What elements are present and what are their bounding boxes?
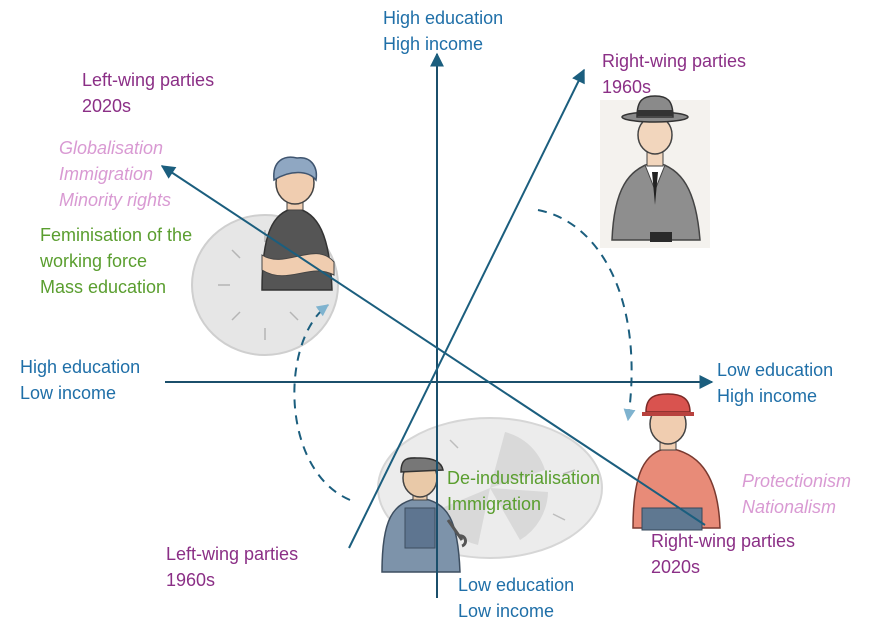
economic-driver-2: Immigration xyxy=(447,494,542,514)
social-driver-1: Feminisation of the xyxy=(40,225,193,245)
left-wing-shift-arrow xyxy=(160,165,706,526)
cultural-driver-1: Globalisation xyxy=(59,138,164,158)
axis-bottom-line2: Low income xyxy=(458,601,555,621)
right-wing-2020s-line1: Right-wing parties xyxy=(651,531,796,551)
right-wing-1960s-line1: Right-wing parties xyxy=(602,51,747,71)
social-drivers-label: Feminisation of the working force Mass e… xyxy=(40,222,192,300)
right-wing-2020s-line2: 2020s xyxy=(651,557,701,577)
axis-bottom-line1: Low education xyxy=(458,575,575,595)
axis-top-line2: High income xyxy=(383,34,484,54)
left-wing-1960s-line2: 1960s xyxy=(166,570,216,590)
economic-driver-1: De-industrialisation xyxy=(447,468,601,488)
right-wing-shift-arrow xyxy=(348,68,585,549)
left-wing-1960s-label: Left-wing parties 1960s xyxy=(166,541,298,593)
axis-top-line1: High education xyxy=(383,8,504,28)
businessman-fedora-icon xyxy=(600,95,710,248)
nationalist-driver-2: Nationalism xyxy=(742,497,837,517)
left-wing-1960s-line1: Left-wing parties xyxy=(166,544,299,564)
axis-label-left: High education Low income xyxy=(20,354,140,406)
axis-right-line2: High income xyxy=(717,386,818,406)
dashed-curve-arrow-left xyxy=(293,304,351,501)
young-man-crossed-arms-icon xyxy=(261,156,335,291)
dashed-curve-arrow-right xyxy=(537,209,636,422)
cultural-driver-3: Minority rights xyxy=(59,190,172,210)
right-wing-1960s-line2: 1960s xyxy=(602,77,652,97)
factory-worker-wrench-icon xyxy=(381,457,467,573)
left-wing-2020s-label: Left-wing parties 2020s xyxy=(82,67,214,119)
nationalist-drivers-label: Protectionism Nationalism xyxy=(742,468,851,520)
cultural-driver-2: Immigration xyxy=(59,164,154,184)
social-driver-2: working force xyxy=(40,251,148,271)
right-wing-2020s-label: Right-wing parties 2020s xyxy=(651,528,795,580)
axis-left-line2: Low income xyxy=(20,383,117,403)
right-wing-1960s-label: Right-wing parties 1960s xyxy=(602,48,746,100)
axis-right-line1: Low education xyxy=(717,360,834,380)
axis-label-bottom: Low education Low income xyxy=(458,572,574,624)
social-driver-3: Mass education xyxy=(40,277,167,297)
left-wing-2020s-line2: 2020s xyxy=(82,96,132,116)
left-wing-2020s-line1: Left-wing parties xyxy=(82,70,215,90)
axis-label-right: Low education High income xyxy=(717,357,833,409)
economic-drivers-label: De-industrialisation Immigration xyxy=(447,465,600,517)
cultural-drivers-label: Globalisation Immigration Minority right… xyxy=(59,135,171,213)
axis-label-top: High education High income xyxy=(383,5,503,57)
nationalist-driver-1: Protectionism xyxy=(742,471,852,491)
axis-left-line1: High education xyxy=(20,357,141,377)
man-red-cap-icon xyxy=(632,393,721,531)
